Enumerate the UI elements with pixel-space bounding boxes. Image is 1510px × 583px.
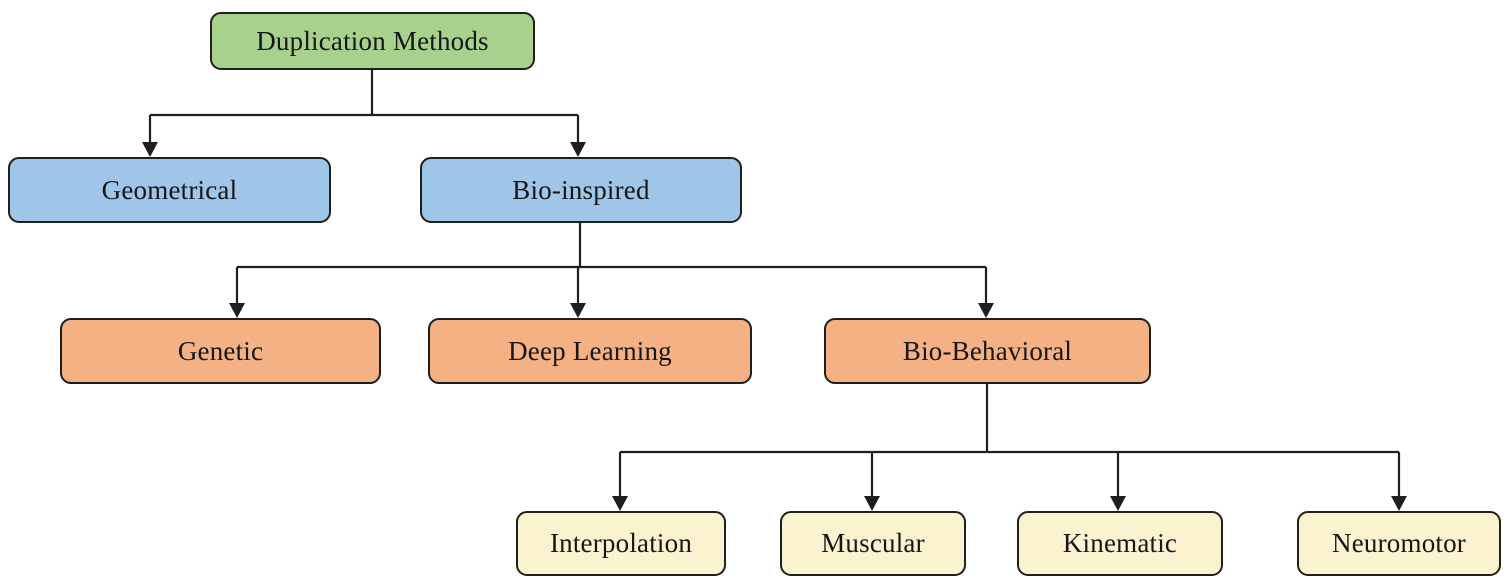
arrowhead-geometrical (142, 142, 158, 157)
node-label: Geometrical (101, 174, 238, 205)
edge-bio-behavioral-stem (618, 384, 1401, 497)
node-kinematic: Kinematic (1017, 511, 1223, 576)
edge-root-stem (148, 70, 580, 143)
node-label: Bio-Behavioral (902, 335, 1073, 366)
node-interpolation: Interpolation (516, 511, 726, 576)
node-label: Interpolation (549, 528, 693, 558)
node-label: Neuromotor (1332, 528, 1466, 558)
node-label: Deep Learning (508, 335, 672, 366)
node-label: Kinematic (1062, 528, 1178, 558)
arrowhead-neuromotor (1391, 496, 1407, 511)
node-muscular: Muscular (780, 511, 966, 576)
arrowhead-bio-inspired (570, 142, 586, 157)
arrowhead-kinematic (1110, 496, 1126, 511)
edge-group-bio-inspired-children (229, 223, 994, 318)
node-bio-inspired: Bio-inspired (420, 157, 742, 223)
arrowhead-genetic (229, 303, 245, 318)
node-label: Duplication Methods (256, 25, 489, 56)
node-label: Bio-inspired (512, 174, 650, 205)
arrowhead-muscular (864, 496, 880, 511)
node-label: Muscular (821, 528, 925, 558)
node-deep-learning: Deep Learning (428, 318, 752, 384)
node-label: Genetic (177, 335, 264, 366)
node-neuromotor: Neuromotor (1297, 511, 1501, 576)
node-bio-behavioral: Bio-Behavioral (824, 318, 1151, 384)
edge-bio-inspired-stem (235, 223, 988, 304)
node-duplication-methods: Duplication Methods (210, 12, 535, 70)
node-genetic: Genetic (60, 318, 381, 384)
arrowhead-interpolation (612, 496, 628, 511)
edge-group-bio-behavioral-children (612, 384, 1407, 511)
arrowhead-deep-learning (570, 303, 586, 318)
edge-group-root-children (142, 70, 586, 157)
arrowhead-bio-behavioral (978, 303, 994, 318)
node-geometrical: Geometrical (8, 157, 331, 223)
